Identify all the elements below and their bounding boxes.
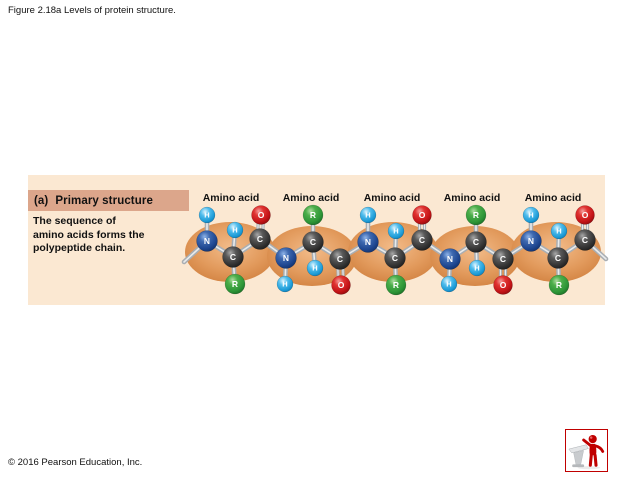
figure-title: Figure 2.18a Levels of protein structure… [8, 5, 176, 16]
amino-acid-label: Amino acid [282, 192, 340, 204]
copyright: © 2016 Pearson Education, Inc. [8, 457, 143, 468]
amino-acid-label: Amino acid [363, 192, 421, 204]
panel-header: (a) Primary structure [28, 190, 189, 211]
panel-description: The sequence of amino acids forms the po… [33, 215, 145, 254]
amino-acid-label: Amino acid [524, 192, 582, 204]
amino-acid-label: Amino acid [202, 192, 260, 204]
presenter-at-podium-icon [568, 434, 605, 470]
panel-header-title: Primary structure [55, 194, 153, 207]
panel-header-prefix: (a) [34, 194, 49, 207]
presenter-button[interactable] [565, 429, 608, 472]
amino-acid-label: Amino acid [443, 192, 501, 204]
